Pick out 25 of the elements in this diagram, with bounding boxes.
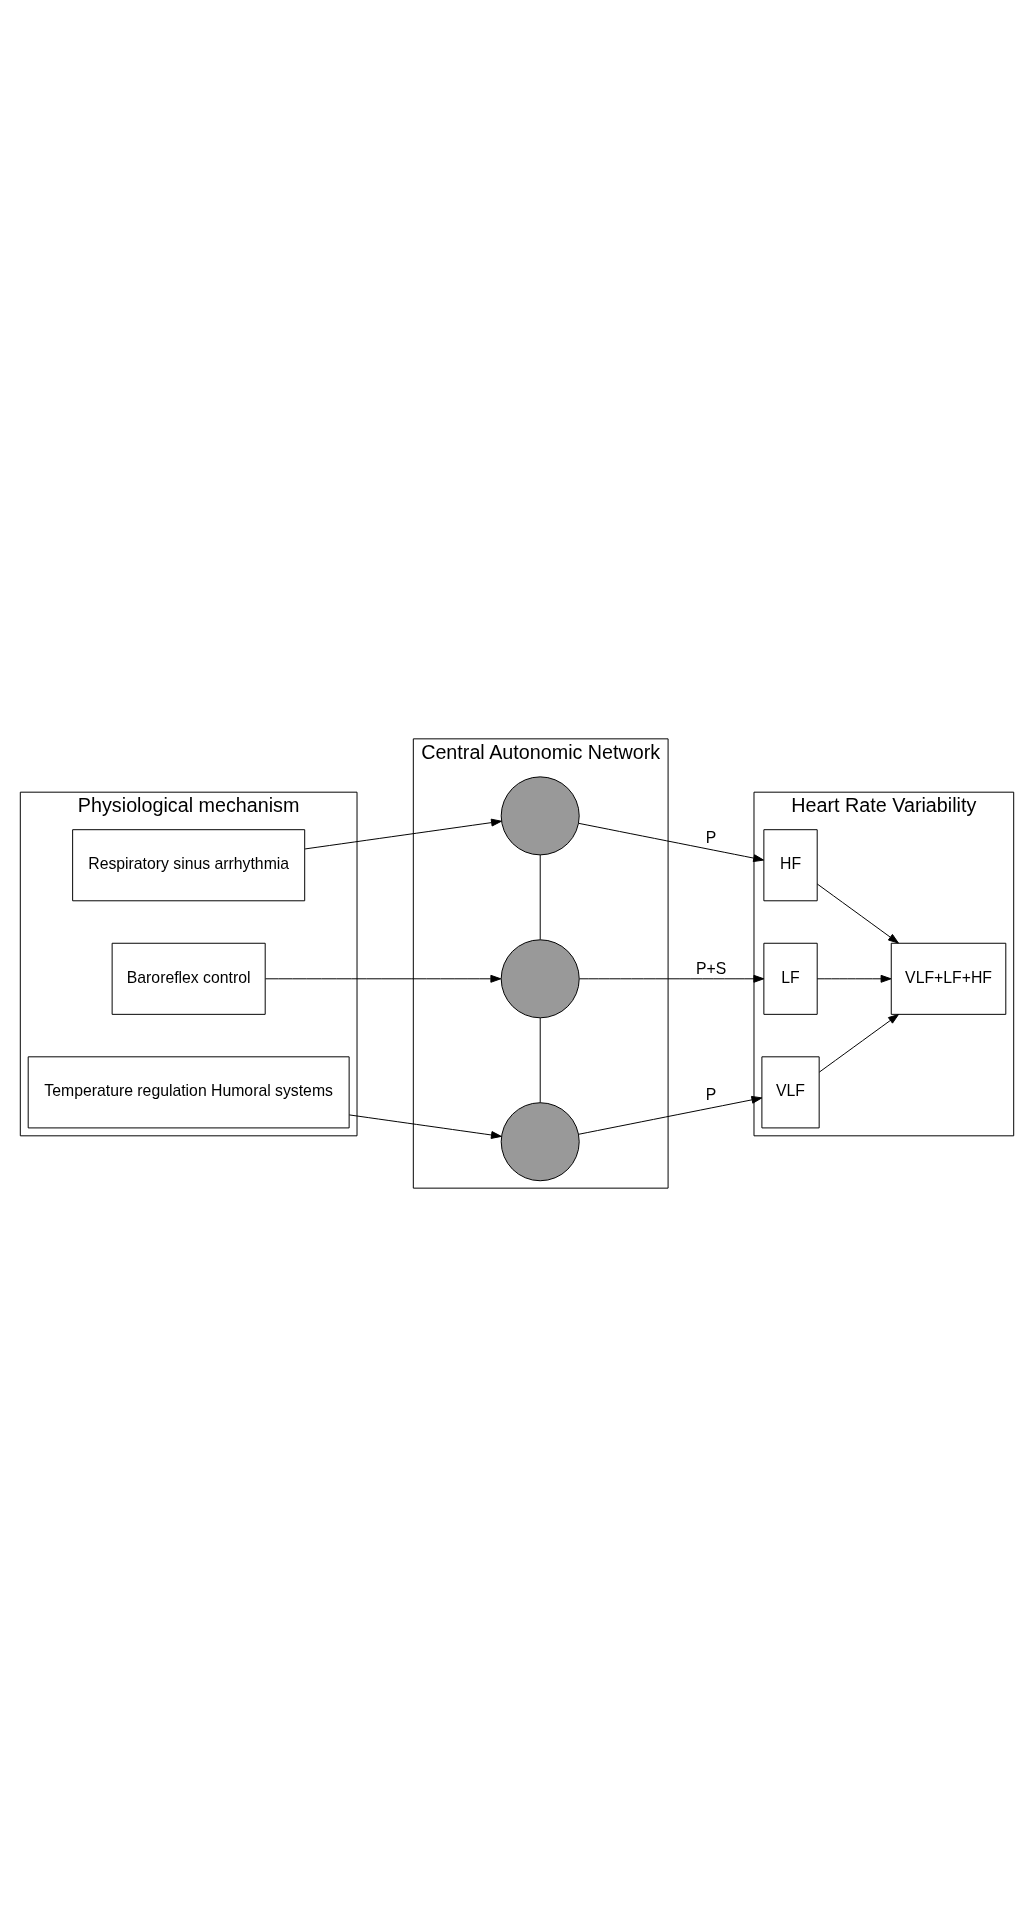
- node-box: VLF+LF+HF: [890, 942, 1007, 1015]
- node-circle: [500, 776, 580, 856]
- edge-label: P+S: [695, 959, 727, 977]
- arrow: [818, 1014, 899, 1073]
- arrow: [578, 822, 765, 863]
- node-box: LF: [763, 942, 818, 1015]
- arrow: [578, 974, 765, 983]
- node-circle: [500, 939, 580, 1019]
- connector: [539, 854, 541, 941]
- node-box: Baroreflex control: [111, 942, 266, 1015]
- node-circle: [500, 1102, 580, 1182]
- arrow: [304, 818, 502, 850]
- connector: [539, 1017, 541, 1104]
- edge-label: P: [705, 829, 717, 847]
- edge-label: P: [705, 1086, 717, 1104]
- arrow: [816, 974, 892, 983]
- node-box: HF: [763, 829, 818, 902]
- arrow: [265, 974, 502, 983]
- node-box: Temperature regulation Humoral systems: [27, 1056, 350, 1129]
- node-box: VLF: [761, 1056, 820, 1129]
- arrow: [578, 1095, 763, 1135]
- arrow: [816, 883, 899, 944]
- cluster: Central Autonomic Network: [412, 738, 669, 1189]
- node-box: Respiratory sinus arrhythmia: [72, 829, 306, 902]
- arrow: [348, 1114, 502, 1139]
